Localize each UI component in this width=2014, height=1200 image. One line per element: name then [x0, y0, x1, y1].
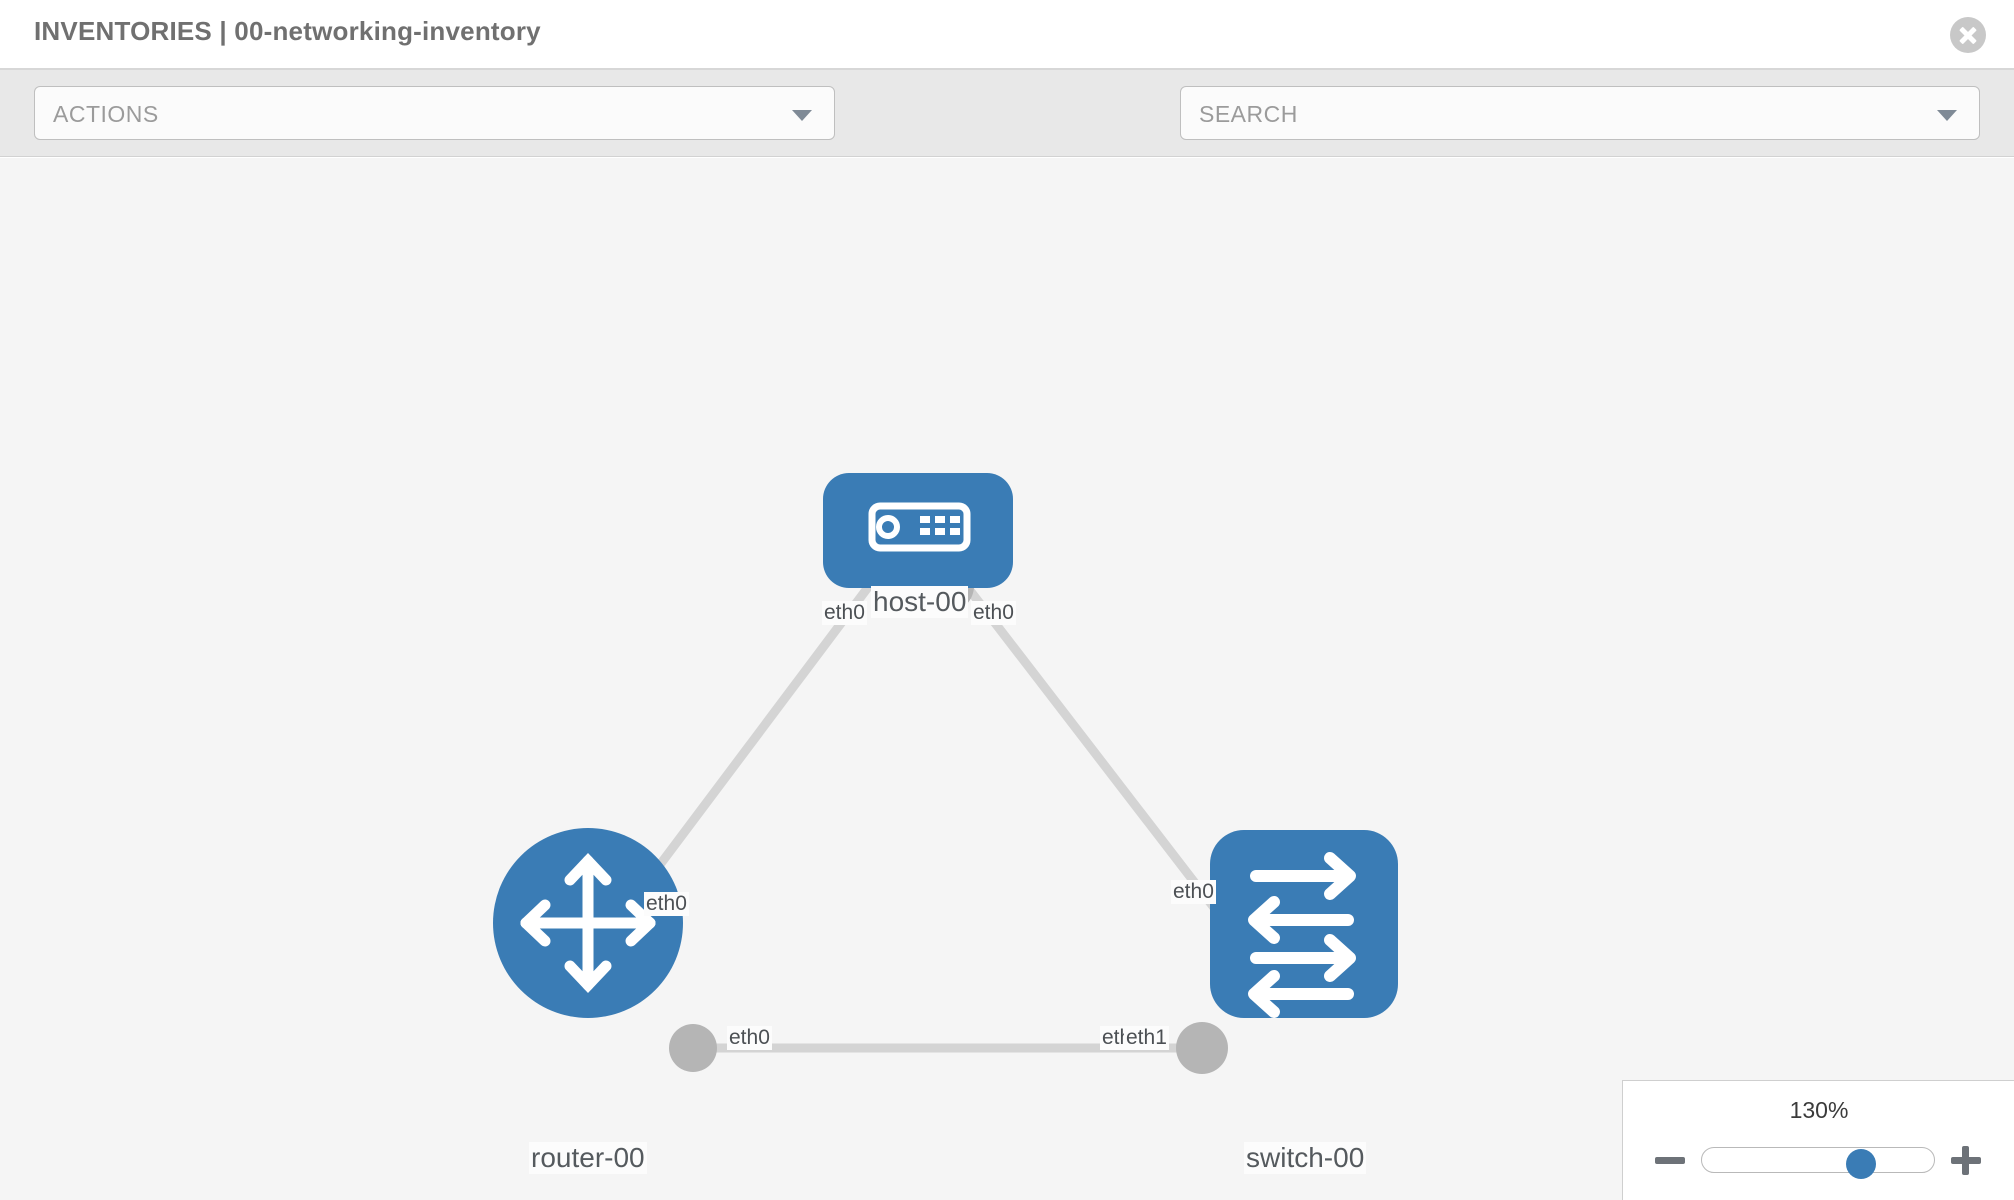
switch-arrows-icon [1248, 852, 1356, 1018]
router-arrows-icon [520, 853, 656, 993]
search-placeholder-label: SEARCH [1199, 101, 1298, 127]
node-host-00[interactable] [823, 473, 1013, 588]
actions-dropdown-label: ACTIONS [53, 101, 159, 127]
page-header: INVENTORIES | 00-networking-inventory [0, 0, 2014, 70]
chevron-down-icon [1937, 110, 1957, 121]
zoom-level-value: 130% [1789, 1097, 1849, 1123]
iface-label: eth1 [1124, 1026, 1169, 1050]
iface-label: eth0 [822, 601, 867, 625]
topology-graph [493, 473, 1398, 1074]
node-label-host-00: host-00 [871, 586, 969, 618]
chevron-down-icon [792, 110, 812, 121]
iface-label: eth0 [1171, 880, 1216, 904]
iface-label: eth0 [727, 1026, 772, 1050]
zoom-slider-thumb[interactable] [1846, 1149, 1876, 1179]
zoom-slider[interactable] [1701, 1147, 1935, 1179]
search-input[interactable]: SEARCH [1180, 86, 1980, 140]
toolbar: ACTIONS SEARCH [0, 70, 2014, 197]
plus-icon-bar-v [1962, 1146, 1969, 1175]
actions-dropdown[interactable]: ACTIONS [34, 86, 835, 140]
minus-icon[interactable] [1653, 1143, 1687, 1177]
page-title: INVENTORIES | 00-networking-inventory [34, 16, 541, 46]
node-label-router-00: router-00 [529, 1142, 647, 1174]
node-label-switch-00: switch-00 [1244, 1142, 1367, 1174]
node-router-00[interactable] [493, 828, 683, 1018]
minus-icon-bar [1655, 1157, 1685, 1164]
close-icon[interactable] [1950, 17, 1986, 53]
socket-router-eth0[interactable] [669, 1024, 717, 1072]
zoom-control-panel: 130% [1622, 1080, 2014, 1200]
zoom-slider-row [1623, 1137, 2014, 1181]
plus-icon[interactable] [1949, 1143, 1983, 1177]
iface-label: eth0 [644, 892, 689, 916]
topology-canvas[interactable]: eth0 eth0 eth0 eth0 eth0 eth eth1 host-0… [0, 158, 2014, 1200]
socket-switch-eth1[interactable] [1176, 1022, 1228, 1074]
server-icon [868, 502, 971, 552]
iface-label: eth0 [971, 601, 1016, 625]
node-switch-00[interactable] [1210, 830, 1398, 1018]
